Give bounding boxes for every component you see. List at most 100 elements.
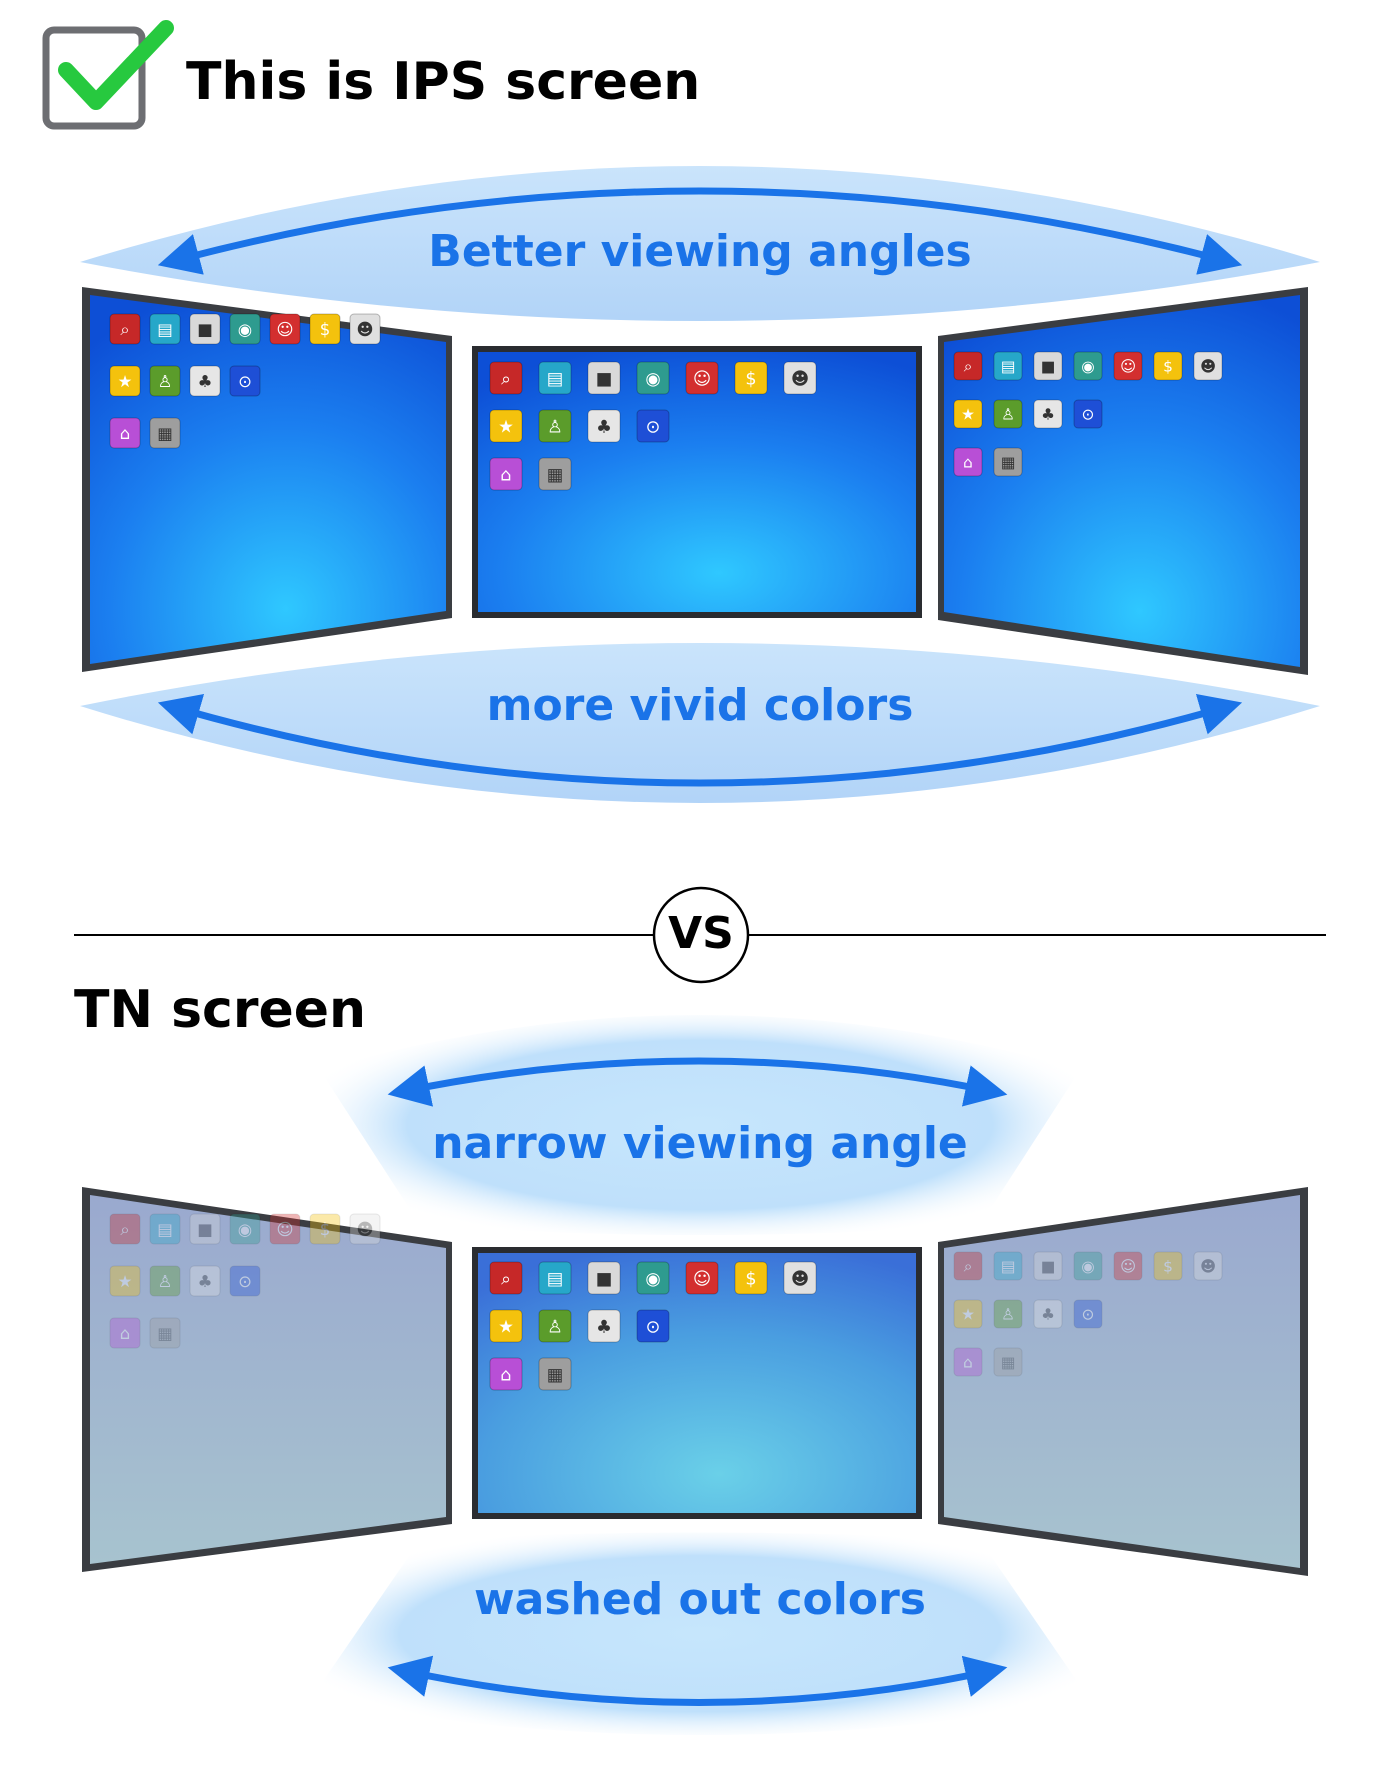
cart-icon: ⊙ xyxy=(636,1309,670,1343)
svg-text:▦: ▦ xyxy=(547,465,564,485)
svg-text:⊙: ⊙ xyxy=(1082,406,1095,424)
svg-text:▦: ▦ xyxy=(157,1324,173,1343)
svg-text:⌕: ⌕ xyxy=(501,1269,511,1289)
photos-icon: ▤ xyxy=(993,1251,1023,1281)
svg-text:☺: ☺ xyxy=(693,1269,711,1289)
user-icon: ☺ xyxy=(1113,351,1143,381)
camera-icon: ◉ xyxy=(229,313,261,345)
svg-text:▦: ▦ xyxy=(1001,1354,1016,1372)
tn-title: TN screen xyxy=(74,980,367,1040)
money-icon: $ xyxy=(734,1261,768,1295)
money-icon: $ xyxy=(734,361,768,395)
trash-icon: ▦ xyxy=(149,1317,181,1349)
svg-text:⌕: ⌕ xyxy=(501,369,511,389)
money-icon: $ xyxy=(1153,351,1183,381)
svg-text:⌕: ⌕ xyxy=(120,320,129,339)
checkmark-icon xyxy=(58,20,174,110)
ips-bottom-label: more vivid colors xyxy=(486,680,914,731)
magnifier-icon: ⌕ xyxy=(953,351,983,381)
home-icon: ⌂ xyxy=(489,457,523,491)
film-icon: ■ xyxy=(587,1261,621,1295)
svg-text:♣: ♣ xyxy=(198,372,213,391)
svg-text:▤: ▤ xyxy=(157,1220,173,1239)
svg-text:☺: ☺ xyxy=(1120,1258,1136,1276)
svg-text:♣: ♣ xyxy=(1041,406,1055,424)
svg-text:⊙: ⊙ xyxy=(1082,1306,1095,1324)
magnifier-icon: ⌕ xyxy=(489,1261,523,1295)
star-icon: ★ xyxy=(953,399,983,429)
camera-icon: ◉ xyxy=(1073,1251,1103,1281)
star-icon: ★ xyxy=(953,1299,983,1329)
svg-text:$: $ xyxy=(320,1220,331,1239)
profile-icon: ♙ xyxy=(538,1309,572,1343)
svg-text:☺: ☺ xyxy=(693,369,711,389)
svg-text:◉: ◉ xyxy=(238,1220,252,1239)
svg-text:☻: ☻ xyxy=(1200,1258,1216,1276)
cart-icon: ⊙ xyxy=(1073,1299,1103,1329)
ips-left-monitor xyxy=(82,287,452,672)
camera-icon: ◉ xyxy=(1073,351,1103,381)
svg-text:☺: ☺ xyxy=(1120,358,1136,376)
profile-icon: ♙ xyxy=(993,1299,1023,1329)
svg-text:⌂: ⌂ xyxy=(500,1365,511,1385)
star-icon: ★ xyxy=(109,1265,141,1297)
svg-text:▤: ▤ xyxy=(1001,358,1016,376)
money-icon: $ xyxy=(309,1213,341,1245)
home-icon: ⌂ xyxy=(109,417,141,449)
svg-text:☺: ☺ xyxy=(276,320,293,339)
trash-icon: ▦ xyxy=(538,1357,572,1391)
film-icon: ■ xyxy=(1033,351,1063,381)
tn-top-label: narrow viewing angle xyxy=(432,1118,968,1169)
ips-title: This is IPS screen xyxy=(186,52,701,112)
profile-icon: ♙ xyxy=(993,399,1023,429)
svg-text:☻: ☻ xyxy=(356,320,373,339)
svg-text:☻: ☻ xyxy=(791,1269,809,1289)
svg-text:⊙: ⊙ xyxy=(238,1272,252,1291)
vs-circle xyxy=(652,886,750,984)
svg-text:⊙: ⊙ xyxy=(238,372,252,391)
tree-icon: ♣ xyxy=(587,1309,621,1343)
trash-icon: ▦ xyxy=(149,417,181,449)
face-icon: ☻ xyxy=(783,361,817,395)
user-icon: ☺ xyxy=(685,1261,719,1295)
svg-text:♣: ♣ xyxy=(596,1317,612,1337)
magnifier-icon: ⌕ xyxy=(489,361,523,395)
svg-text:▤: ▤ xyxy=(547,1269,564,1289)
svg-text:$: $ xyxy=(1163,1258,1173,1276)
user-icon: ☺ xyxy=(269,313,301,345)
svg-text:▤: ▤ xyxy=(1001,1258,1016,1276)
svg-text:◉: ◉ xyxy=(645,1269,660,1289)
svg-text:$: $ xyxy=(745,369,756,389)
svg-text:■: ■ xyxy=(1041,1258,1056,1276)
svg-text:■: ■ xyxy=(596,369,613,389)
profile-icon: ♙ xyxy=(538,409,572,443)
svg-text:☻: ☻ xyxy=(791,369,809,389)
cart-icon: ⊙ xyxy=(229,365,261,397)
camera-icon: ◉ xyxy=(636,1261,670,1295)
svg-text:◉: ◉ xyxy=(1081,358,1094,376)
film-icon: ■ xyxy=(587,361,621,395)
svg-text:★: ★ xyxy=(961,1306,975,1324)
checkbox-icon xyxy=(42,20,174,130)
tn-bottom-label: washed out colors xyxy=(474,1574,926,1625)
camera-icon: ◉ xyxy=(229,1213,261,1245)
svg-text:▦: ▦ xyxy=(157,424,173,443)
svg-text:☺: ☺ xyxy=(276,1220,293,1239)
app-icon-grids: ⌕▤■◉☺$☻★♙♣⊙⌂▦⌕▤■◉☺$☻★♙♣⊙⌂▦⌕▤■◉☺$☻★♙♣⊙⌂▦⌕… xyxy=(109,313,1223,1391)
svg-text:★: ★ xyxy=(498,417,514,437)
home-icon: ⌂ xyxy=(109,1317,141,1349)
svg-text:⌕: ⌕ xyxy=(120,1220,129,1239)
svg-text:♙: ♙ xyxy=(547,1317,563,1337)
svg-text:⊙: ⊙ xyxy=(646,417,661,437)
svg-text:⌂: ⌂ xyxy=(120,1324,130,1343)
svg-text:▦: ▦ xyxy=(1001,454,1016,472)
film-icon: ■ xyxy=(1033,1251,1063,1281)
vs-label: VS xyxy=(668,908,734,959)
film-icon: ■ xyxy=(189,313,221,345)
ips-bottom-arrow xyxy=(157,694,1243,787)
tn-left-monitor xyxy=(82,1187,452,1572)
ips-top-arrow xyxy=(157,187,1243,275)
profile-icon: ♙ xyxy=(149,365,181,397)
tree-icon: ♣ xyxy=(1033,399,1063,429)
